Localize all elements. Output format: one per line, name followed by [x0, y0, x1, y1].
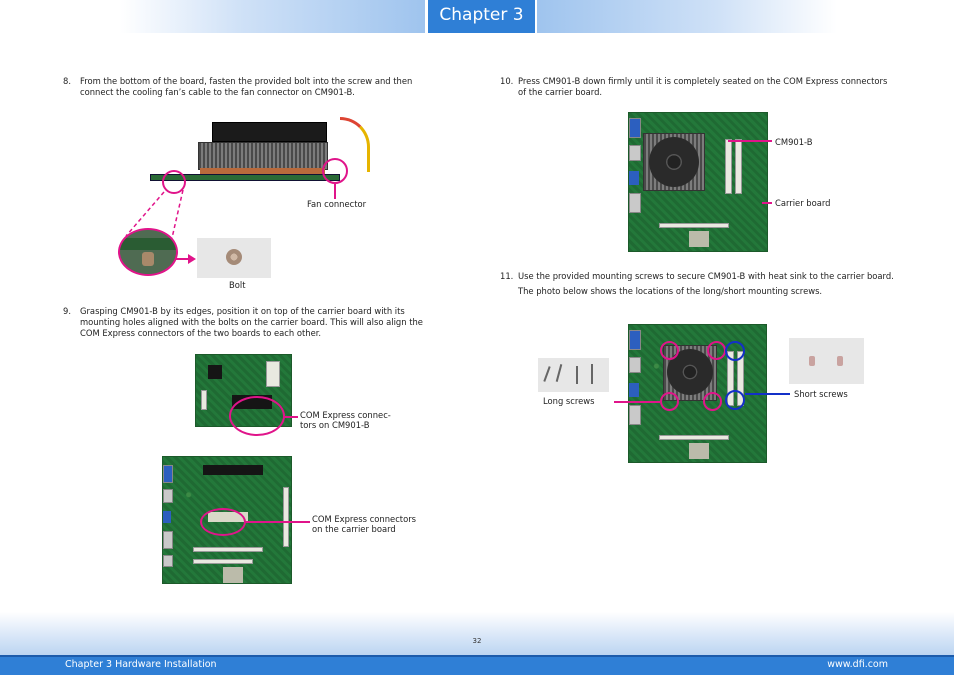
heatsink-side-photo — [140, 112, 375, 192]
step-text: From the bottom of the board, fasten the… — [80, 76, 413, 97]
fan-connector-highlight-circle — [322, 158, 348, 184]
step-text: Grasping CM901-B by its edges, position … — [80, 306, 423, 338]
copper-base — [200, 168, 325, 174]
header-gradient-right — [537, 0, 837, 33]
step-number: 10. — [500, 76, 514, 86]
cm901b-label: CM901-B — [775, 137, 813, 147]
step-11: 11. Use the provided mounting screws to … — [500, 271, 900, 297]
heatsink-fins — [198, 142, 328, 170]
step-10: 10. Press CM901-B down firmly until it i… — [500, 76, 890, 98]
step-text-line1: Use the provided mounting screws to secu… — [518, 271, 894, 281]
step-text: Press CM901-B down firmly until it is co… — [518, 76, 888, 97]
footer-website-link[interactable]: www.dfi.com — [827, 659, 888, 670]
short-screws-photo — [789, 338, 864, 384]
fan-connector-label: Fan connector — [307, 199, 367, 209]
long-screws-label: Long screws — [543, 396, 595, 406]
step-8: 8. From the bottom of the board, fasten … — [63, 76, 448, 98]
long-screw-marker-3 — [660, 392, 679, 411]
step-number: 8. — [63, 76, 71, 86]
long-screw-marker-1 — [660, 341, 679, 360]
bolt-nut-icon — [226, 249, 242, 265]
step-9: 9. Grasping CM901-B by its edges, positi… — [63, 306, 445, 339]
bolt-photo — [197, 238, 271, 278]
fan-connector-pointer — [334, 184, 336, 199]
carrier-board-pointer — [762, 202, 772, 204]
com-express-carrier-label-line1: COM Express connectors — [312, 514, 417, 524]
carrier-board-label: Carrier board — [775, 198, 831, 208]
fan-housing — [212, 122, 327, 142]
long-screw-marker-4 — [703, 392, 722, 411]
short-screw-marker-1 — [725, 341, 745, 361]
assembled-board-photo — [628, 112, 768, 252]
bolt-arrowhead — [188, 254, 196, 264]
cm901b-pointer — [728, 140, 772, 142]
bolt-zoom-circle — [118, 228, 178, 276]
bolt-highlight-circle — [162, 170, 186, 194]
short-screws-pointer — [745, 393, 790, 395]
chapter-title: Chapter 3 — [428, 0, 535, 33]
cm901b-connector-pointer — [284, 416, 298, 418]
step-number: 11. — [500, 271, 514, 281]
long-screws-pointer — [614, 401, 660, 403]
step-text-line2: The photo below shows the locations of t… — [518, 286, 823, 296]
footer-gradient — [0, 612, 954, 657]
cm901b-connector-highlight — [229, 396, 285, 436]
bolt-arrow — [176, 258, 192, 260]
step-number: 9. — [63, 306, 71, 316]
com-express-carrier-label-line2: on the carrier board — [312, 524, 396, 534]
header-gradient-left — [120, 0, 425, 33]
page-number: 32 — [472, 637, 482, 645]
short-screws-label: Short screws — [794, 389, 848, 399]
carrier-connector-pointer — [245, 521, 310, 523]
footer-divider — [0, 655, 954, 657]
footer-section-title: Chapter 3 Hardware Installation — [65, 659, 217, 670]
com-express-cm901-label: COM Express connec-tors on CM901-B — [300, 410, 391, 430]
footer-bar — [0, 657, 954, 675]
short-screw-marker-2 — [725, 390, 745, 410]
carrier-connector-highlight — [200, 508, 246, 536]
long-screw-marker-2 — [707, 341, 726, 360]
bolt-label: Bolt — [229, 280, 246, 290]
long-screws-photo — [538, 358, 609, 392]
